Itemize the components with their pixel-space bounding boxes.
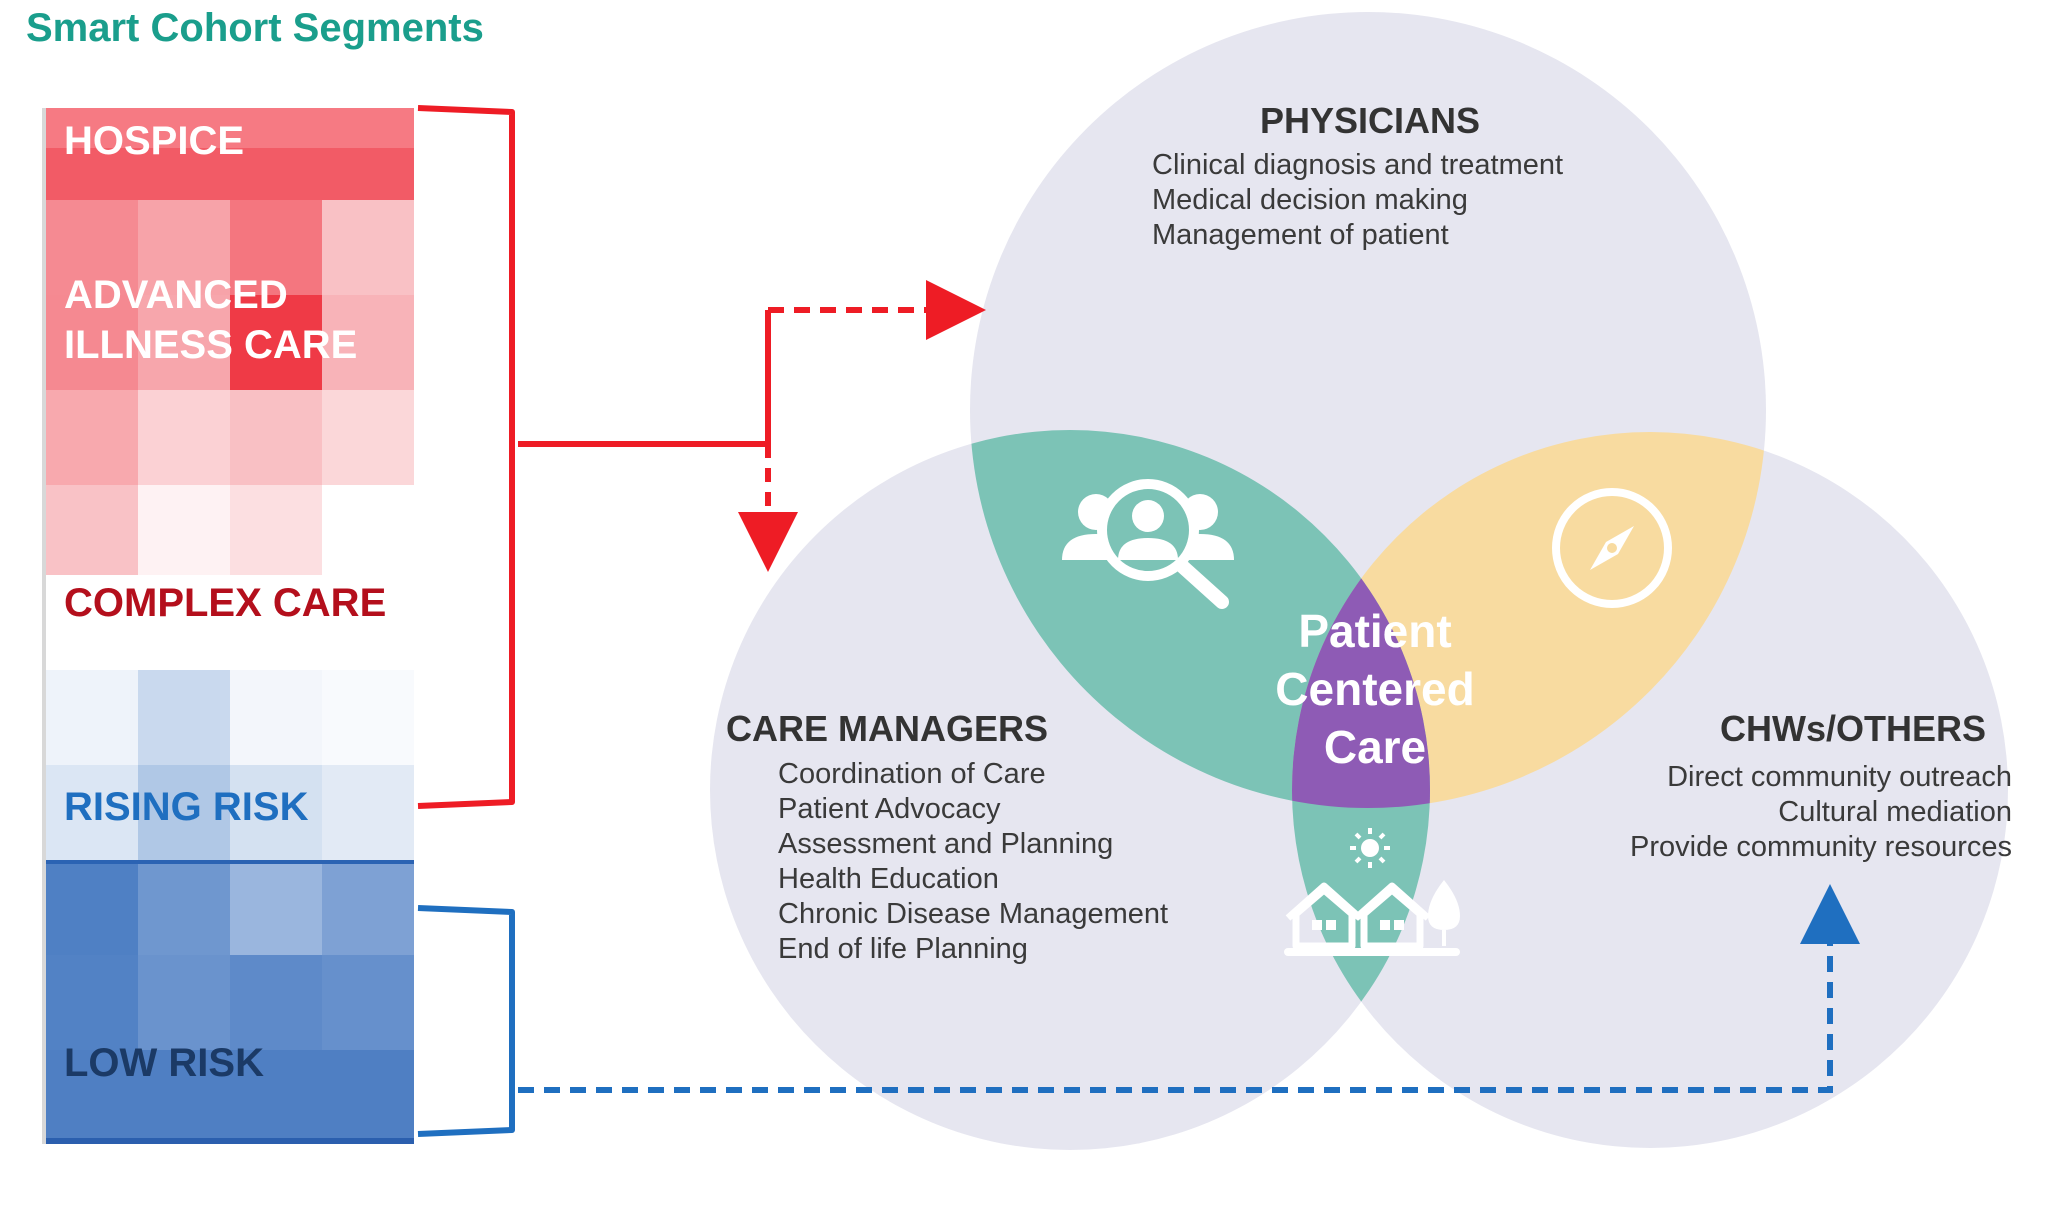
tree-icon <box>1428 880 1460 946</box>
segment-label-rising-risk: RISING RISK <box>64 785 309 829</box>
sun-icon <box>1350 828 1390 868</box>
physicians-heading: PHYSICIANS <box>1260 100 1481 141</box>
red-tile <box>322 485 414 575</box>
blue-tile <box>230 860 322 955</box>
chws-item: Direct community outreach <box>1667 761 2012 793</box>
center-line: Centered <box>1275 663 1475 715</box>
blue-tile <box>46 765 138 860</box>
red-tile <box>230 390 322 485</box>
red-tile <box>138 200 230 295</box>
care-managers-item: Health Education <box>778 863 999 895</box>
blue-tile <box>322 765 414 860</box>
house-icon <box>1353 882 1431 950</box>
blue-tile <box>46 670 138 765</box>
page-title: Smart Cohort Segments <box>26 6 484 50</box>
cohort-column <box>42 108 414 1144</box>
care-managers-heading: CARE MANAGERS <box>726 708 1049 749</box>
blue-bracket <box>417 905 515 1137</box>
blue-edge <box>46 860 414 864</box>
people-search-icon <box>1062 479 1234 609</box>
red-tile <box>46 390 138 485</box>
segment-label-complex-care: COMPLEX CARE <box>64 581 387 625</box>
hospice-band-gloss <box>46 108 414 148</box>
chws-heading: CHWs/OTHERS <box>1720 708 1987 749</box>
segment-label-hospice: HOSPICE <box>64 119 245 163</box>
chws-list: Direct community outreach Cultural media… <box>1560 760 2012 865</box>
red-tile <box>46 485 138 575</box>
blue-tile <box>230 670 322 765</box>
red-tile <box>138 390 230 485</box>
red-tile <box>230 200 322 295</box>
community-homes-icon <box>1284 828 1460 956</box>
physicians-item: Clinical diagnosis and treatment <box>1152 149 1564 181</box>
red-tile <box>230 485 322 575</box>
red-tile <box>322 200 414 295</box>
complex-band <box>46 575 414 670</box>
patient-centered-care-label: Patient Centered Care <box>1225 602 1525 776</box>
red-tile <box>322 390 414 485</box>
segment-label-advanced-illness: ADVANCED ILLNESS CARE <box>64 270 357 370</box>
red-tile <box>46 200 138 295</box>
venn-diagram <box>710 12 2008 1150</box>
chws-item: Provide community resources <box>1630 831 2012 863</box>
blue-tile <box>138 860 230 955</box>
physicians-item: Management of patient <box>1152 219 1449 251</box>
care-managers-item: Assessment and Planning <box>778 828 1114 860</box>
segment-label-low-risk: LOW RISK <box>64 1041 264 1085</box>
blue-tile <box>230 955 322 1050</box>
center-line: Care <box>1323 721 1427 773</box>
red-tile <box>322 295 414 390</box>
care-managers-item: End of life Planning <box>778 933 1028 965</box>
care-managers-item: Coordination of Care <box>778 758 1046 790</box>
care-managers-item: Chronic Disease Management <box>778 898 1169 930</box>
red-bracket <box>417 105 515 809</box>
advanced-illness-line: ADVANCED <box>64 273 288 317</box>
center-line: Patient <box>1298 605 1452 657</box>
blue-tile <box>46 1050 414 1144</box>
blue-tile <box>322 955 414 1050</box>
blue-arrow-to-chws <box>518 884 1860 1093</box>
blue-tile <box>230 765 322 860</box>
care-managers-list: Coordination of Care Patient Advocacy As… <box>778 757 1168 967</box>
physicians-list: Clinical diagnosis and treatment Medical… <box>1152 148 1563 253</box>
connectors <box>518 280 1860 1093</box>
blue-tile <box>138 765 230 860</box>
red-tile <box>138 295 230 390</box>
house-icon <box>1285 882 1363 950</box>
advanced-illness-line: ILLNESS CARE <box>64 323 358 367</box>
physicians-item: Medical decision making <box>1152 184 1468 216</box>
compass-icon <box>1552 488 1672 608</box>
chws-item: Cultural mediation <box>1778 796 2012 828</box>
blue-tile <box>138 670 230 765</box>
blue-edge <box>46 1138 414 1144</box>
blue-tile <box>322 860 414 955</box>
blue-tile <box>322 670 414 765</box>
column-shadow <box>42 108 46 1144</box>
red-tile <box>46 295 138 390</box>
blue-tile <box>138 955 230 1050</box>
blue-tile <box>46 860 138 955</box>
care-managers-item: Patient Advocacy <box>778 793 1001 825</box>
red-tile <box>230 295 322 390</box>
red-tile <box>138 485 230 575</box>
blue-tile <box>46 955 138 1050</box>
